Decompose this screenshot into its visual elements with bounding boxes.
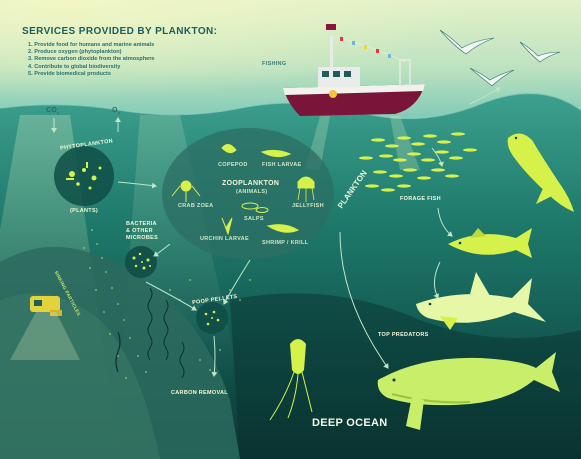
microbes-line: MICROBES xyxy=(126,235,158,242)
services-title: SERVICES PROVIDED BY PLANKTON: xyxy=(22,26,217,37)
o2-label: O2 xyxy=(112,107,120,115)
shrimp-krill-label: SHRIMP / KRILL xyxy=(262,240,308,246)
animals-label: (ANIMALS) xyxy=(236,189,267,195)
carbon-removal-label: CARBON REMOVAL xyxy=(171,390,228,396)
other-microbes-line: & OTHER xyxy=(126,228,158,235)
o2-subscript: 2 xyxy=(118,110,121,115)
fishing-label: FISHING xyxy=(262,61,286,67)
service-item: 3. Remove carbon dioxide from the atmosp… xyxy=(28,56,155,63)
urchin-larvae-label: URCHIN LARVAE xyxy=(200,236,249,242)
salps-label: SALPS xyxy=(244,216,264,222)
service-item: 5. Provide biomedical products xyxy=(28,71,155,78)
deep-ocean-label: DEEP OCEAN xyxy=(312,417,388,429)
co2-subscript: 2 xyxy=(57,110,60,115)
bacteria-label: BACTERIA & OTHER MICROBES xyxy=(126,221,158,242)
zooplankton-label: ZOOPLANKTON xyxy=(222,180,279,187)
service-item: 1. Provide food for humans and marine an… xyxy=(28,42,155,49)
plants-label: (PLANTS) xyxy=(70,208,98,214)
phytoplankton-circle xyxy=(54,146,114,206)
services-list: 1. Provide food for humans and marine an… xyxy=(28,42,155,78)
bacteria-line: BACTERIA xyxy=(126,221,158,228)
forage-fish-label: FORAGE FISH xyxy=(400,196,441,202)
co2-text: CO xyxy=(46,107,57,114)
top-predators-label: TOP PREDATORS xyxy=(378,332,429,338)
service-item: 2. Produce oxygen (phytoplankton) xyxy=(28,49,155,56)
copepod-label: COPEPOD xyxy=(218,162,248,168)
co2-label: CO2 xyxy=(46,107,60,115)
jellyfish-label: JELLYFISH xyxy=(292,203,324,209)
fish-larvae-label: FISH LARVAE xyxy=(262,162,301,168)
service-item: 4. Contribute to global biodiversity xyxy=(28,64,155,71)
crab-zoea-label: CRAB ZOEA xyxy=(178,203,213,209)
